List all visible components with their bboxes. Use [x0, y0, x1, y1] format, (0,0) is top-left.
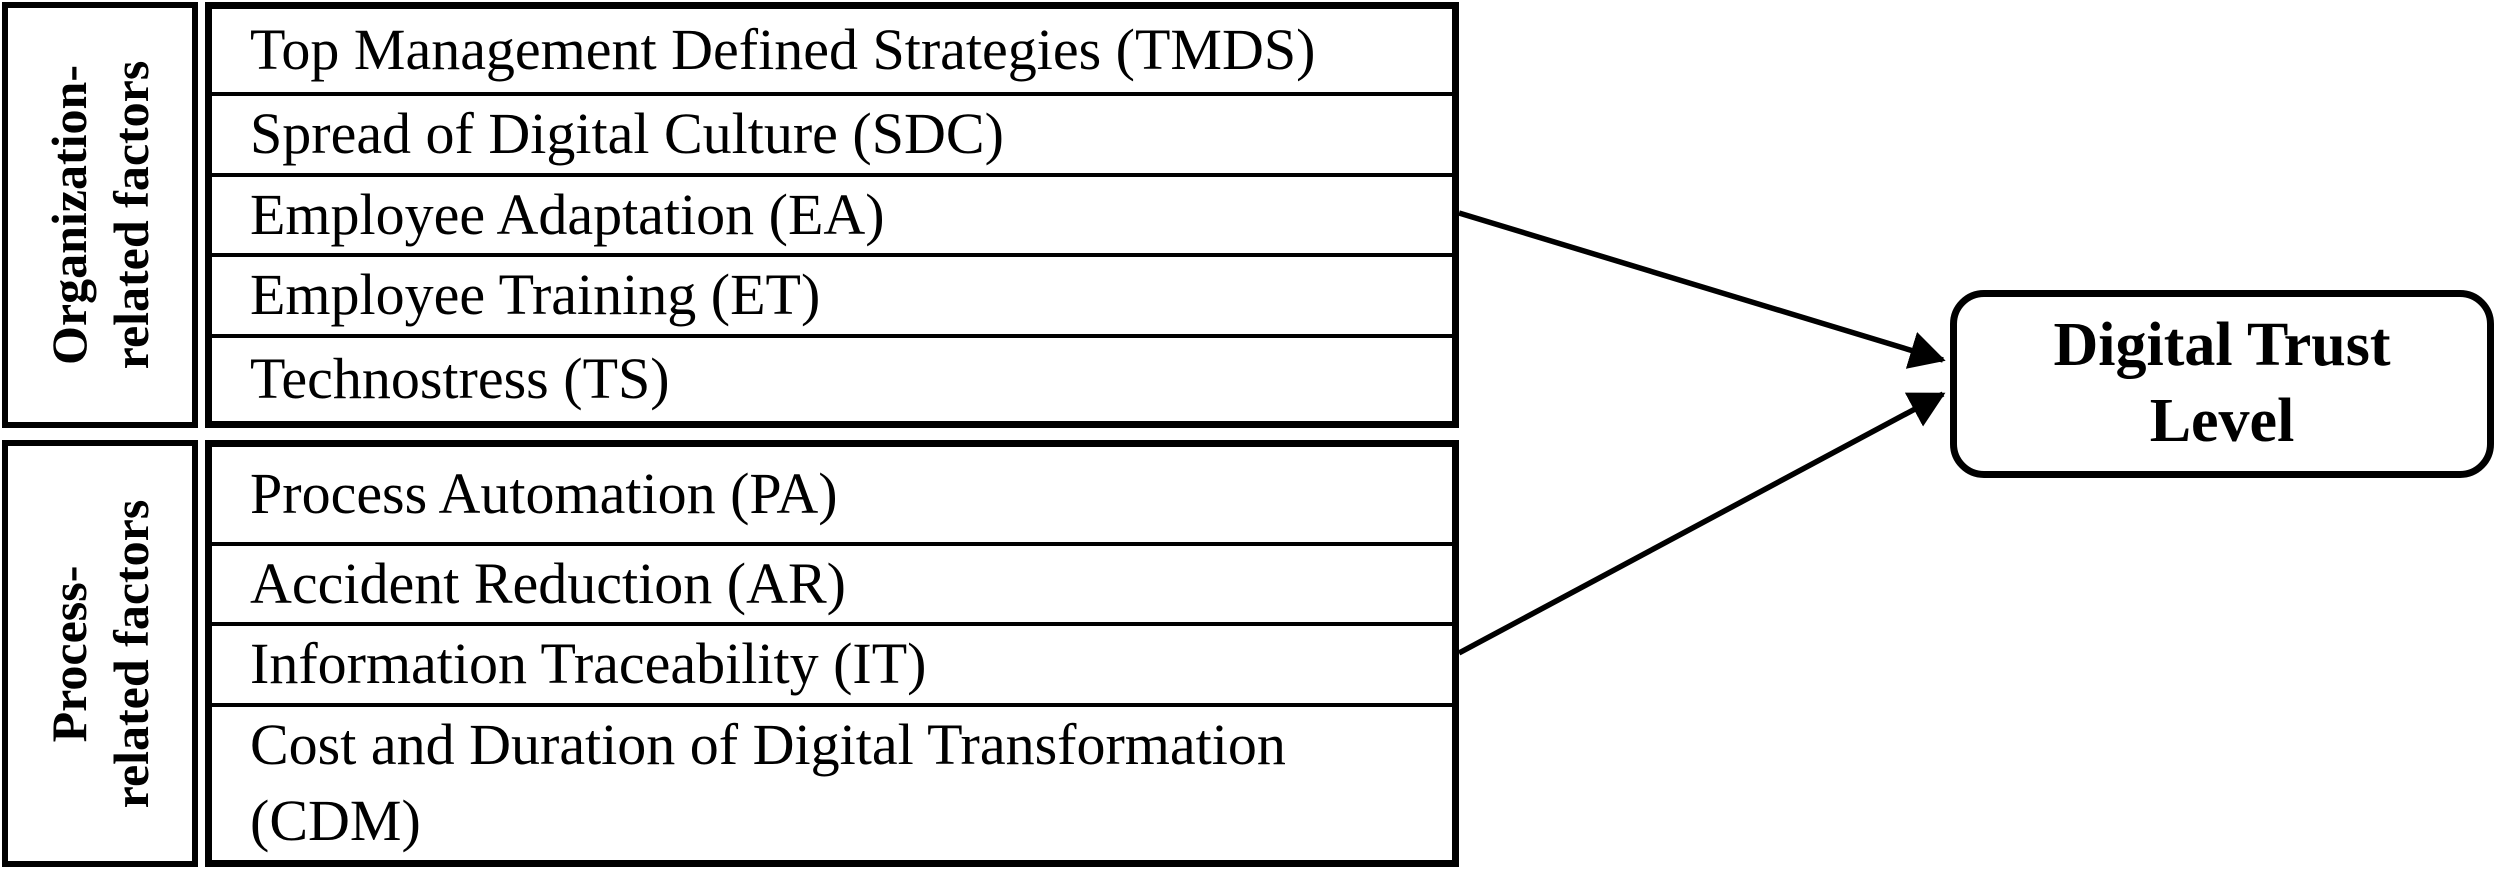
factor-label-pa: Process Automation (PA) — [250, 461, 838, 527]
arrow-process-to-outcome — [1457, 391, 1946, 656]
factor-label-sdc: Spread of Digital Culture (SDC) — [250, 101, 1004, 167]
organization-label-line1: Organization- — [41, 65, 97, 365]
organization-label-line2: related factors — [103, 60, 159, 370]
factor-label-et: Employee Training (ET) — [250, 262, 821, 328]
factor-label-ts: Technostress (TS) — [250, 346, 670, 412]
factor-row-pa: Process Automation (PA) — [212, 447, 1452, 542]
organization-group-label-box: Organization- related factors — [2, 2, 198, 428]
process-factors-table: Process Automation (PA) Accident Reducti… — [205, 440, 1459, 867]
organization-factors-table: Top Management Defined Strategies (TMDS)… — [205, 2, 1459, 428]
digital-trust-level-box: Digital Trust Level — [1950, 290, 2494, 478]
factor-row-et: Employee Training (ET) — [212, 253, 1452, 334]
process-group-label: Process- related factors — [38, 449, 162, 859]
factor-label-it: Information Traceability (IT) — [250, 631, 927, 697]
factor-label-tmds: Top Management Defined Strategies (TMDS) — [250, 17, 1316, 83]
arrow-organization-to-outcome — [1458, 210, 1946, 369]
factor-row-sdc: Spread of Digital Culture (SDC) — [212, 92, 1452, 173]
factor-row-cdm: Cost and Duration of Digital Transformat… — [212, 702, 1452, 860]
process-label-line2: related factors — [103, 499, 159, 808]
factor-label-ea: Employee Adaptation (EA) — [250, 181, 885, 247]
factor-row-ea: Employee Adaptation (EA) — [212, 172, 1452, 254]
process-group-label-box: Process- related factors — [2, 440, 198, 867]
outcome-title-line1: Digital Trust — [2053, 311, 2391, 380]
factor-label-ar: Accident Reduction (AR) — [250, 550, 846, 616]
process-label-line1: Process- — [41, 565, 97, 742]
factor-row-ts: Technostress (TS) — [212, 333, 1452, 421]
factor-label-cdm: Cost and Duration of Digital Transformat… — [250, 711, 1286, 854]
factor-row-it: Information Traceability (IT) — [212, 622, 1452, 703]
outcome-title-line2: Level — [2149, 387, 2295, 455]
factor-row-tmds: Top Management Defined Strategies (TMDS) — [212, 9, 1452, 92]
factor-row-ar: Accident Reduction (AR) — [212, 541, 1452, 623]
organization-group-label: Organization- related factors — [38, 10, 162, 420]
